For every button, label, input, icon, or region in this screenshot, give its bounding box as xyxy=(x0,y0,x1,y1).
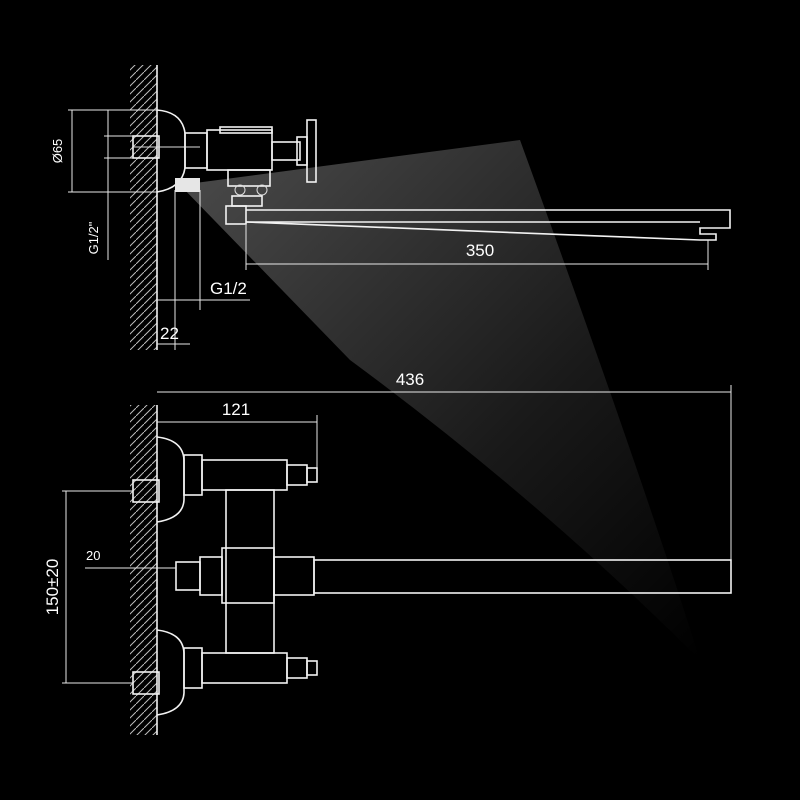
upper-connector xyxy=(132,436,318,523)
dim-thread-vertical: G1/2" xyxy=(86,110,133,260)
dim-center-distance: 150±20 xyxy=(43,490,133,684)
mixer-column xyxy=(225,489,275,654)
label-center-offset: 20 xyxy=(86,548,100,563)
label-center-distance: 150±20 xyxy=(43,559,62,616)
label-overall-length: 436 xyxy=(396,370,424,389)
spout-front xyxy=(313,559,732,594)
diverter-block xyxy=(221,547,275,604)
label-wall-offset: 22 xyxy=(160,324,179,343)
dim-handle-offset: 121 xyxy=(157,400,318,468)
label-handle-offset: 121 xyxy=(222,400,250,419)
dim-overall-length: 436 xyxy=(157,370,732,560)
front-view: 436 121 20 150±20 xyxy=(43,370,732,735)
side-view: Ø65 G1/2" G1/2 22 350 xyxy=(50,65,731,350)
wall-hatch-top xyxy=(130,65,157,350)
dim-wall-offset: G1/2 22 xyxy=(157,190,250,350)
handle-knob-side xyxy=(306,119,317,183)
mixer-body-side xyxy=(206,129,273,171)
dim-center-offset: 20 xyxy=(85,548,176,569)
light-beam xyxy=(180,140,700,660)
label-thread-vertical: G1/2" xyxy=(86,221,101,254)
aerator-insert xyxy=(175,178,200,192)
lower-connector xyxy=(132,629,318,716)
wall-hatch-bottom xyxy=(130,405,157,735)
dim-spout-reach: 350 xyxy=(245,225,709,270)
label-spout-reach: 350 xyxy=(466,241,494,260)
label-thread-horizontal: G1/2 xyxy=(210,279,247,298)
dim-diameter: Ø65 xyxy=(50,109,157,193)
spout-side xyxy=(245,209,731,241)
label-diameter: Ø65 xyxy=(50,139,65,164)
